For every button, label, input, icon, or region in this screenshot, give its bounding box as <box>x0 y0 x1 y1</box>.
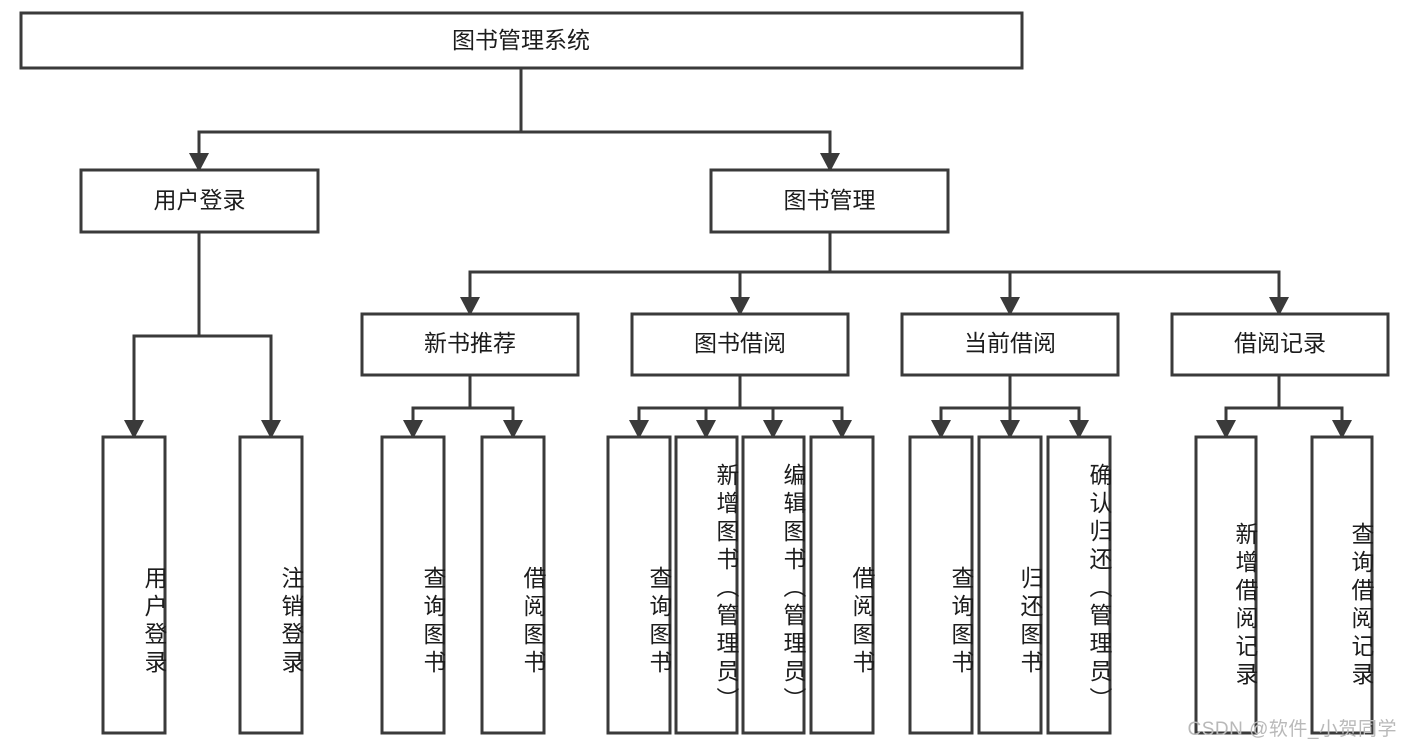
node-new-book-recommend-label: 新书推荐 <box>424 330 516 356</box>
leaf-borrow-record-group <box>1194 435 1374 735</box>
leaf-current-borrow-group <box>908 435 1112 735</box>
leaf-user-login-group <box>101 435 304 735</box>
connector-bookmgmt-to-level3 <box>460 230 1289 316</box>
connector-newbook-to-leaves <box>403 373 523 439</box>
node-user-login-label: 用户登录 <box>154 187 246 213</box>
leaf-book-borrow-group <box>606 435 875 735</box>
leaf-box-logout-login[interactable] <box>238 435 304 735</box>
leaf-box-edit-book-admin[interactable] <box>741 435 806 735</box>
leaf-box-borrow-book-2[interactable] <box>809 435 875 735</box>
node-book-management-label: 图书管理 <box>784 187 876 213</box>
node-current-borrow[interactable]: 当前借阅 <box>900 312 1120 377</box>
leaf-box-query-book-1[interactable] <box>380 435 446 735</box>
node-current-borrow-label: 当前借阅 <box>964 330 1056 356</box>
connector-bookborrow-to-leaves <box>629 373 852 439</box>
leaf-new-book-group <box>380 435 546 735</box>
connector-borrowrecord-to-leaves <box>1216 373 1352 439</box>
leaf-box-add-borrow-record[interactable] <box>1194 435 1258 735</box>
node-root-label: 图书管理系统 <box>452 27 590 53</box>
node-book-borrow[interactable]: 图书借阅 <box>630 312 850 377</box>
leaf-box-query-book-2[interactable] <box>606 435 672 735</box>
node-book-borrow-label: 图书借阅 <box>694 330 786 356</box>
node-book-management[interactable]: 图书管理 <box>709 168 950 234</box>
csdn-watermark: CSDN @软件_小贺同学 <box>1187 719 1397 740</box>
node-root-system[interactable]: 图书管理系统 <box>19 11 1024 70</box>
leaf-box-confirm-return-admin[interactable] <box>1046 435 1112 735</box>
connector-userlogin-to-leaves <box>124 230 281 439</box>
node-borrow-record[interactable]: 借阅记录 <box>1170 312 1390 377</box>
leaf-box-return-book[interactable] <box>977 435 1043 735</box>
node-borrow-record-label: 借阅记录 <box>1234 330 1326 356</box>
leaf-box-query-borrow-record[interactable] <box>1310 435 1374 735</box>
leaf-box-user-login[interactable] <box>101 435 167 735</box>
node-user-login[interactable]: 用户登录 <box>79 168 320 234</box>
connector-currentborrow-to-leaves <box>931 373 1089 439</box>
connector-root-to-level2 <box>189 66 840 172</box>
node-new-book-recommend[interactable]: 新书推荐 <box>360 312 580 377</box>
leaf-box-borrow-book-1[interactable] <box>480 435 546 735</box>
leaf-box-add-book-admin[interactable] <box>674 435 739 735</box>
leaf-box-query-book-3[interactable] <box>908 435 974 735</box>
